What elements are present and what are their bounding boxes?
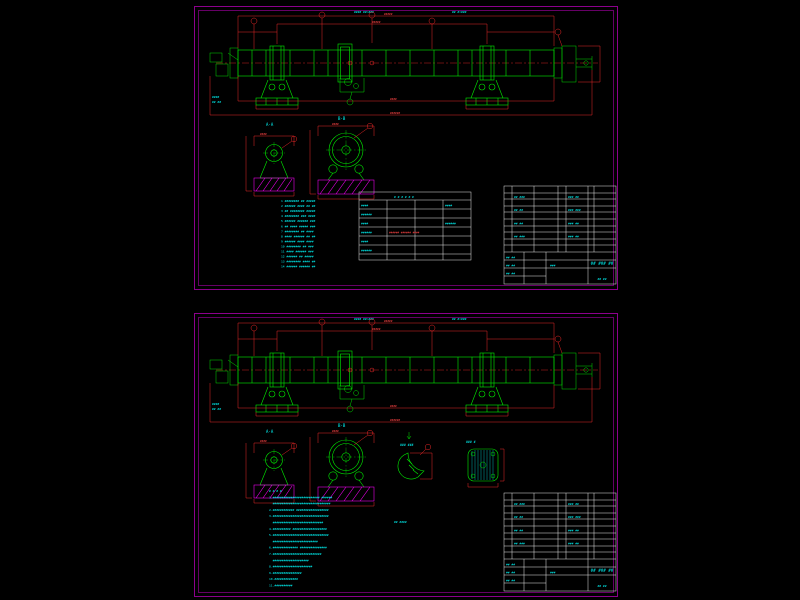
text-line: 7 ######## ## #### [281, 229, 314, 233]
text-line: 1 ######## ## ##### [281, 199, 316, 203]
spec-cell: #### [361, 204, 368, 208]
text-line: 10 ######## ## ### [281, 244, 314, 248]
text-line: 9 ###### #### #### [281, 239, 314, 243]
screen-detail-view: ### # [466, 440, 505, 488]
spec-cell: ###### [361, 231, 372, 235]
sheet1-section-b [309, 115, 375, 200]
text-line: 5.############################### [269, 533, 329, 537]
sheet1-section-a [245, 121, 298, 197]
text-line: 7.########################### [269, 552, 322, 556]
text-line: ######################### [269, 539, 318, 543]
spec-cell: #### [361, 240, 368, 244]
text-line: #################### [269, 558, 309, 562]
sheet1-assembly [210, 10, 600, 115]
sheet2-section-b [309, 422, 375, 507]
sheet2-assembly [210, 317, 600, 422]
direction-arrow-icon [406, 432, 412, 440]
text-line: ############################ [269, 521, 323, 525]
text-line: ################################ [269, 502, 331, 506]
spec-table: # # # # # # #### ###### #### ###### ####… [358, 191, 472, 261]
text-line: 1.########################## ###### [269, 495, 332, 499]
spec-cell: ###### [445, 222, 456, 226]
text-line: 9.################ [269, 571, 302, 575]
drawing-sheet-2: ### ### ### # [194, 313, 618, 597]
text-line: 6.############## ############### [269, 546, 327, 550]
drawing-sheet-1: # # # # # # #### ###### #### ###### ####… [194, 6, 618, 290]
scoop-detail-view: ### ### [397, 432, 433, 480]
spec-cell: ###### [361, 249, 372, 253]
text-line: 2.############ ################## [269, 508, 329, 512]
text-line: 8.###################### [269, 565, 313, 569]
spec-cell: ###### [361, 213, 372, 217]
text-line: 12 ###### ## ##### [281, 255, 314, 259]
text-line: 3.############################### [269, 514, 329, 518]
parts-list: 1 ######## ## #####2 ###### #### ## ##3 … [281, 199, 316, 269]
screen-hatch [471, 450, 494, 480]
text-line: 3 ## ######## ##### [281, 209, 316, 213]
technical-notes: # # # # 1.########################## ####… [269, 489, 332, 588]
screen-outline [467, 448, 499, 482]
spec-table-title: # # # # # # [394, 195, 414, 199]
spec-red-note: ###### ###### #### [389, 231, 420, 235]
scoop-view-label: ### ### [400, 443, 414, 447]
text-line: 10.############# [269, 577, 298, 581]
text-line: 5 ###### ###### ### [281, 219, 316, 223]
spec-cell: #### [361, 222, 368, 226]
text-line: 8 #### ###### ## ## [281, 234, 316, 238]
screen-bolts [470, 451, 496, 479]
sheet1-title-block [503, 185, 617, 285]
screen-dimensions [467, 448, 505, 488]
text-line: 4 ######## ### #### [281, 214, 316, 218]
text-line: 11 #### ###### ### [281, 250, 314, 254]
text-line: 4.########## ################### [269, 527, 327, 531]
text-line: 2 ###### #### ## ## [281, 204, 316, 208]
text-line: 13 ######## #### ## [281, 260, 316, 264]
text-line: 11.########## [269, 584, 293, 588]
sheet2-title-block [503, 492, 617, 592]
text-line: 14 ###### ###### ## [281, 265, 316, 269]
mid-annotation: ## #### [394, 520, 407, 524]
screen-view-label: ### # [466, 440, 476, 444]
scoop-geometry [397, 452, 425, 480]
scoop-dimensions [410, 443, 433, 480]
spec-cell: #### [445, 204, 452, 208]
text-line: 6 ## #### ##### ### [281, 224, 316, 228]
text-line: # # # # [269, 489, 282, 493]
